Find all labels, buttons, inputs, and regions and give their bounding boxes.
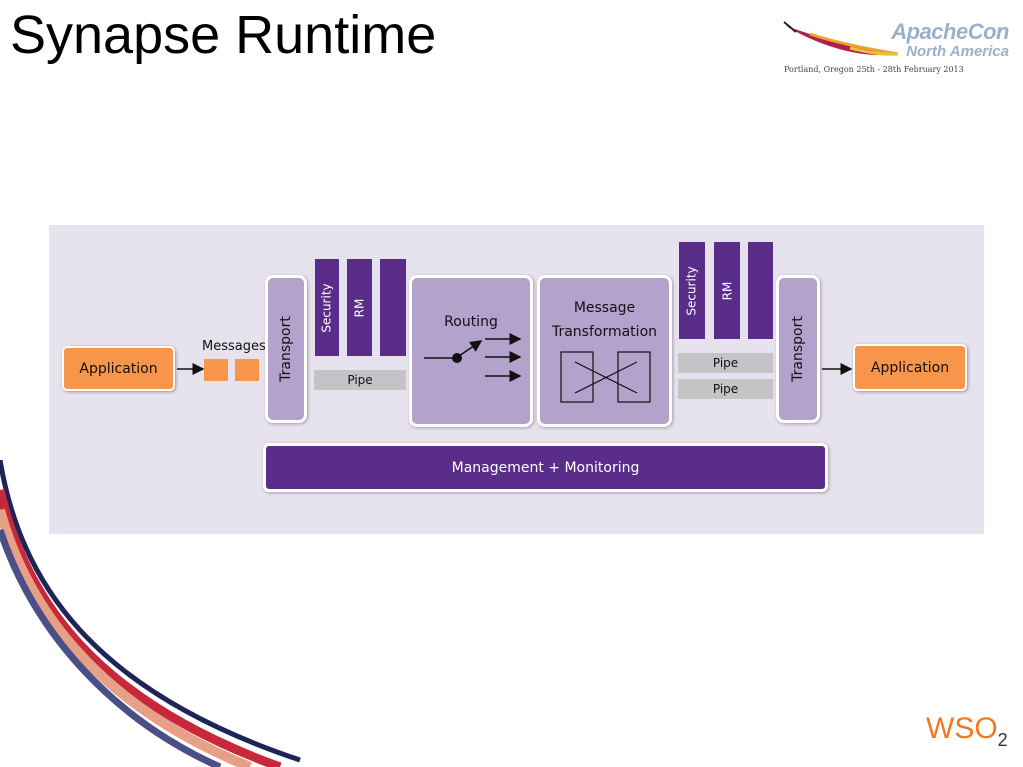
messages-label: Messages bbox=[202, 339, 266, 354]
right-pipe-box-2: Pipe bbox=[678, 379, 773, 399]
right-application-box: Application bbox=[853, 344, 967, 391]
right-pipe-label-2: Pipe bbox=[712, 382, 739, 396]
synapse-runtime-diagram: Application Messages Transport Security … bbox=[49, 225, 984, 534]
left-pipe-label: Pipe bbox=[347, 373, 373, 387]
left-application-box: Application bbox=[62, 346, 175, 391]
right-pipe-label-1: Pipe bbox=[712, 356, 739, 370]
left-pipe-box: Pipe bbox=[314, 370, 406, 390]
routing-label: Routing bbox=[444, 314, 498, 330]
left-extra-box bbox=[380, 259, 406, 356]
message-square-1 bbox=[204, 359, 228, 381]
apachecon-logo: ApacheCon North America Portland, Oregon… bbox=[780, 18, 1015, 80]
right-transport-box: Transport bbox=[776, 275, 820, 423]
apachecon-name: ApacheCon bbox=[891, 19, 1009, 44]
right-pipe-box-1: Pipe bbox=[678, 353, 773, 373]
apachecon-tagline: Portland, Oregon 25th - 28th February 20… bbox=[784, 65, 964, 74]
diagram-connectors bbox=[177, 333, 853, 403]
slide-title: Synapse Runtime bbox=[10, 5, 437, 65]
left-rm-box: RM bbox=[347, 259, 372, 356]
right-extra-box bbox=[748, 242, 773, 339]
management-monitoring-label: Management + Monitoring bbox=[451, 459, 640, 476]
message-square-2 bbox=[235, 359, 259, 381]
right-security-box: Security bbox=[679, 242, 705, 339]
right-application-label: Application bbox=[870, 359, 950, 376]
feather-icon bbox=[783, 21, 899, 56]
message-transformation-label-line2: Transformation bbox=[551, 324, 658, 340]
management-monitoring-bar: Management + Monitoring bbox=[263, 443, 828, 492]
apachecon-region: North America bbox=[906, 43, 1009, 60]
left-security-box: Security bbox=[315, 259, 339, 356]
wso2-subscript: 2 bbox=[997, 730, 1008, 750]
message-transformation-label-line1: Message bbox=[573, 300, 636, 316]
decorative-swoosh bbox=[0, 460, 301, 767]
wso2-logo: WSO2 bbox=[926, 712, 1008, 750]
left-transport-box: Transport bbox=[265, 275, 307, 423]
routing-switch-icon bbox=[424, 333, 522, 382]
wso2-text: WSO bbox=[926, 712, 998, 745]
right-rm-box: RM bbox=[714, 242, 740, 339]
transformation-icon bbox=[560, 351, 651, 403]
left-application-label: Application bbox=[79, 360, 158, 377]
